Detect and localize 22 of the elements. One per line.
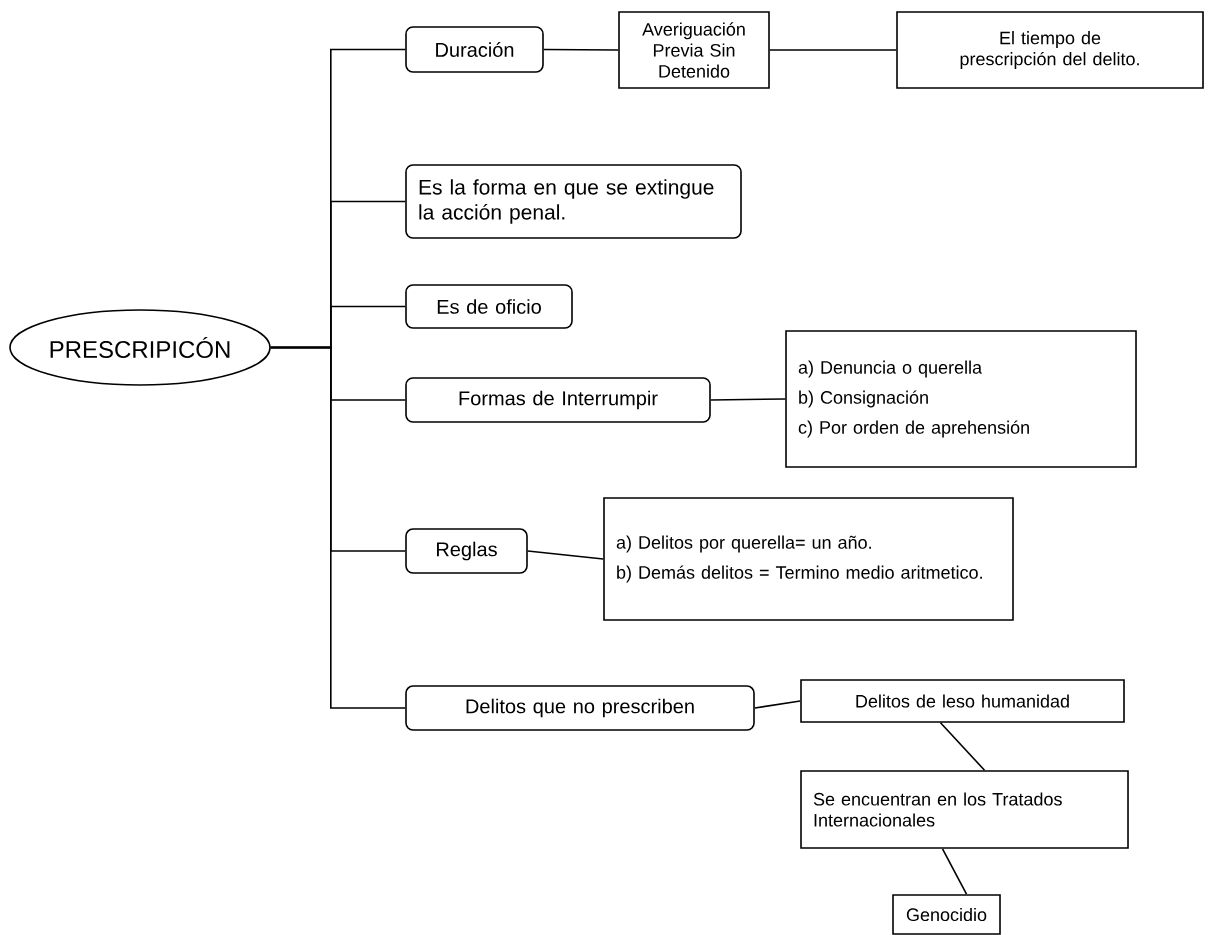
rounded-box: Es la forma en que se extingue la acción penal. [405,164,742,239]
connector-line [270,346,406,709]
text-box: El tiempo de prescripción del delito. [896,11,1204,89]
text-box: Genocidio [892,894,1001,935]
rounded-box: Formas de Interrumpir [405,377,711,423]
rounded-box: Es de oficio [405,284,573,329]
text-box: Averiguación Previa Sin Detenido [618,11,770,89]
rounded-box: Delitos que no prescriben [405,685,755,731]
connector-line [941,848,968,895]
rounded-box: Duración [405,26,544,73]
oval-node: PRESCRIPICÓN [9,309,271,386]
connector-line [527,550,604,560]
connector-line [754,700,801,709]
connector-line [939,722,986,771]
connector-line [543,48,619,51]
list-box: a) Denuncia o querella b) Consignación c) Por orden de aprehensión [785,330,1137,468]
connector-line [769,49,897,51]
connector-line [710,398,786,401]
text-box: Se encuentran en los Tratados Internacionales [800,770,1129,849]
rounded-box: Reglas [405,528,528,574]
list-box: a) Delitos por querella= un año. b) Demás delitos = Termino medio aritmetico. [603,497,1014,621]
text-box: Delitos de leso humanidad [800,679,1125,723]
